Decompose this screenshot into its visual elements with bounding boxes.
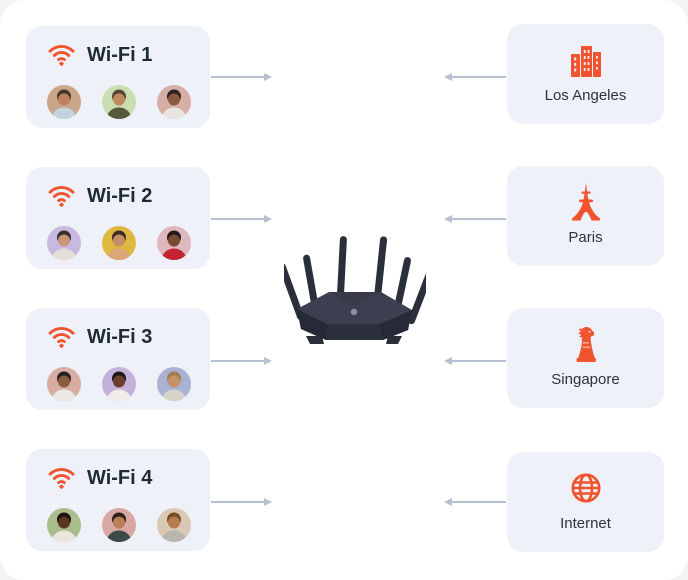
city-buildings-icon [507, 40, 664, 80]
arrow-singapore-to-router [444, 357, 506, 365]
wifi-card-4-header: Wi-Fi 4 [26, 449, 210, 489]
user-avatar [102, 508, 136, 542]
arrow-paris-to-router [444, 215, 506, 223]
wifi-icon [48, 466, 75, 489]
wifi-router-icon [278, 230, 434, 350]
destination-card-singapore: Singapore [507, 308, 664, 408]
user-avatar [102, 367, 136, 401]
wifi-card-1: Wi-Fi 1 [26, 26, 210, 128]
wifi-icon [48, 43, 75, 66]
wifi-card-2: Wi-Fi 2 [26, 167, 210, 269]
wifi-icon [48, 325, 75, 348]
user-avatar [47, 367, 81, 401]
wifi-card-1-users [47, 85, 191, 119]
arrow-wifi-3-to-router [211, 357, 272, 365]
wifi-card-2-title: Wi-Fi 2 [87, 184, 153, 207]
wifi-card-1-title: Wi-Fi 1 [87, 43, 153, 66]
arrow-wifi-1-to-router [211, 73, 272, 81]
user-avatar [157, 226, 191, 260]
wifi-card-4-title: Wi-Fi 4 [87, 466, 153, 489]
user-avatar [102, 226, 136, 260]
user-avatar [157, 85, 191, 119]
wifi-card-3-title: Wi-Fi 3 [87, 325, 153, 348]
destination-card-internet: Internet [507, 452, 664, 552]
wifi-card-2-users [47, 226, 191, 260]
wifi-card-3-users [47, 367, 191, 401]
wifi-card-3: Wi-Fi 3 [26, 308, 210, 410]
destination-card-paris: Paris [507, 166, 664, 266]
destination-label: Singapore [551, 371, 620, 388]
wifi-card-4-users [47, 508, 191, 542]
user-avatar [102, 85, 136, 119]
destination-label: Paris [568, 229, 603, 246]
user-avatar [157, 508, 191, 542]
destination-card-los-angeles: Los Angeles [507, 24, 664, 124]
wifi-card-4: Wi-Fi 4 [26, 449, 210, 551]
globe-icon [507, 468, 664, 508]
user-avatar [157, 367, 191, 401]
destination-label: Los Angeles [544, 87, 627, 104]
arrow-wifi-4-to-router [211, 498, 272, 506]
arrow-wifi-2-to-router [211, 215, 272, 223]
arrow-internet-to-router [444, 498, 506, 506]
merlion-icon [507, 324, 664, 364]
arrow-los-angeles-to-router [444, 73, 506, 81]
user-avatar [47, 85, 81, 119]
wifi-card-2-header: Wi-Fi 2 [26, 167, 210, 207]
destination-label: Internet [560, 515, 611, 532]
wifi-card-1-header: Wi-Fi 1 [26, 26, 210, 66]
wifi-card-3-header: Wi-Fi 3 [26, 308, 210, 348]
user-avatar [47, 226, 81, 260]
eiffel-tower-icon [507, 182, 664, 222]
user-avatar [47, 508, 81, 542]
wifi-icon [48, 184, 75, 207]
